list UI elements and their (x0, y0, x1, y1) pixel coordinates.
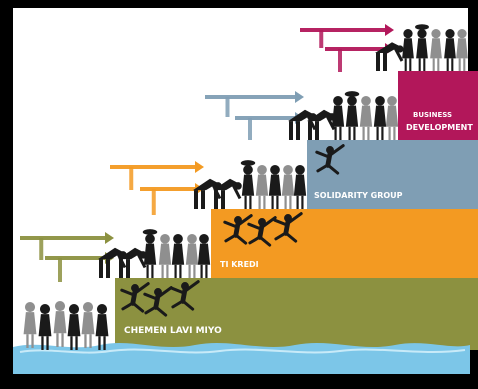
helping-person-icon (118, 247, 147, 278)
helping-person-icon (213, 178, 242, 209)
water (13, 342, 470, 374)
standing-person-icon (415, 24, 429, 71)
standing-person-icon (373, 96, 387, 140)
standing-person-icon (197, 234, 211, 278)
standing-person-icon (185, 234, 199, 278)
standing-person-icon (240, 160, 256, 209)
standing-person-icon (268, 165, 282, 209)
standing-person-icon (385, 96, 399, 140)
climbing-person-icon (223, 214, 253, 245)
standing-person-icon (23, 302, 37, 348)
standing-person-icon (444, 29, 456, 71)
standing-person-icon (359, 96, 373, 140)
standing-person-icon (81, 302, 95, 348)
climbing-person-icon (143, 286, 173, 317)
step-ti-kredi: TI KREDI (211, 209, 478, 278)
arrow (205, 91, 304, 117)
step-label-line: TI KREDI (220, 260, 259, 269)
standing-person-icon (53, 301, 67, 347)
step-label-line: BUSINESS (413, 111, 452, 119)
arrow (110, 161, 204, 190)
standing-person-icon (456, 29, 468, 71)
standing-person-icon (344, 91, 360, 140)
standing-person-icon (293, 165, 307, 209)
climbing-person-icon (315, 144, 345, 175)
water-body (13, 342, 470, 374)
climbing-person-icon (170, 280, 200, 311)
step-block (211, 209, 478, 278)
standing-person-icon (171, 234, 185, 278)
standing-person-icon (255, 165, 269, 209)
water-ripple (19, 348, 466, 354)
standing-person-icon (430, 29, 442, 71)
standing-person-icon (142, 229, 158, 278)
standing-person-icon (158, 234, 172, 278)
helping-person-icon (375, 42, 404, 71)
standing-person-icon (67, 304, 81, 350)
step-label-line: CHEMEN LAVI MIYO (124, 326, 222, 336)
climbing-person-icon (120, 282, 150, 313)
arrow (300, 24, 394, 48)
step-block (398, 71, 478, 140)
helping-person-icon (307, 109, 336, 140)
arrow (20, 232, 114, 260)
standing-person-icon (402, 29, 414, 71)
step-label-line: SOLIDARITY GROUP (314, 191, 403, 200)
people-group (23, 24, 468, 350)
climbing-person-icon (247, 216, 277, 247)
step-business-development: BUSINESS DEVELOPMENT (398, 71, 478, 140)
standing-person-icon (281, 165, 295, 209)
step-label-line: DEVELOPMENT (406, 123, 473, 132)
climbing-person-icon (273, 212, 303, 243)
standing-person-icon (331, 96, 345, 140)
standing-person-icon (95, 304, 109, 350)
standing-person-icon (38, 304, 52, 350)
